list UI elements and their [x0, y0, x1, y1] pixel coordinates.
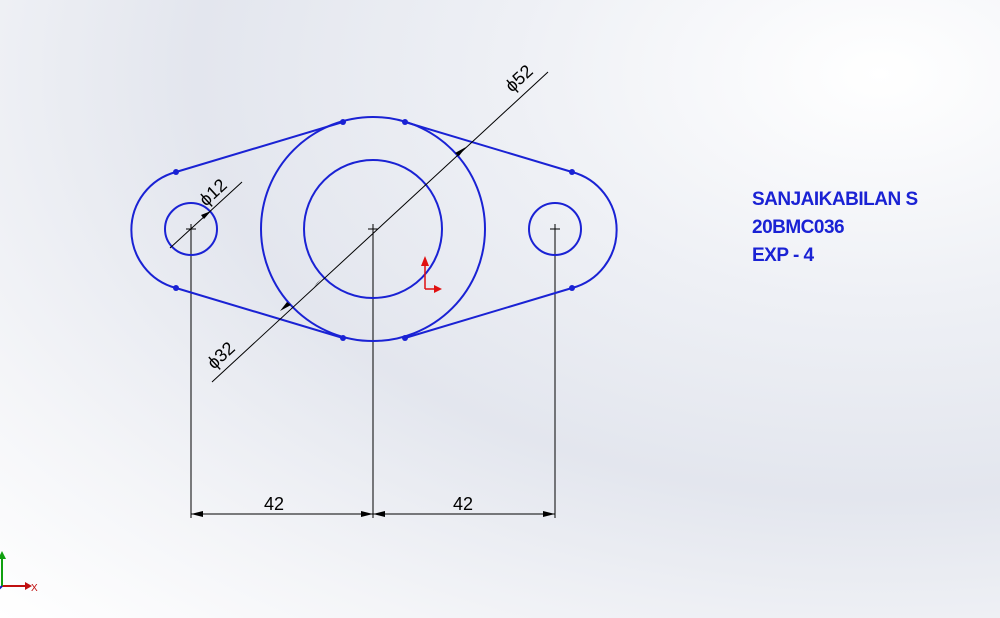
left-spacing-dimension[interactable]: 42	[264, 494, 284, 514]
big-dia-leader[interactable]	[211, 71, 549, 383]
dim-arrow-icon	[191, 511, 203, 517]
dim-arrow-icon	[543, 511, 555, 517]
sketch-point[interactable]	[569, 285, 575, 291]
bore-circle[interactable]	[303, 159, 443, 299]
right-spacing-dimension[interactable]: 42	[453, 494, 473, 514]
note-exp[interactable]: EXP - 4	[752, 245, 814, 266]
tangent-line-bottom-right[interactable]	[404, 287, 573, 339]
bore-dia-dimension[interactable]: ϕ32	[203, 338, 239, 373]
sketch-point[interactable]	[340, 119, 346, 125]
outer-boss-circle[interactable]	[260, 116, 486, 342]
center-mark-right	[550, 224, 560, 234]
note-id[interactable]: 20BMC036	[752, 217, 845, 238]
big-dia-arrow-icon	[455, 147, 466, 156]
sketch-point[interactable]	[340, 335, 346, 341]
reference-triad-icon: X	[0, 551, 38, 594]
left-hole-circle[interactable]	[164, 202, 218, 256]
sketch-point[interactable]	[173, 169, 179, 175]
right-hole-circle[interactable]	[528, 202, 582, 256]
big-dia-dimension[interactable]: ϕ52	[501, 61, 537, 96]
center-mark-main	[368, 224, 378, 234]
tangent-line-bottom-left[interactable]	[175, 287, 344, 339]
origin-icon	[421, 256, 442, 293]
sketch-point[interactable]	[173, 285, 179, 291]
bore-dia-arrow-icon	[314, 279, 321, 287]
triad-x-label: X	[31, 583, 38, 594]
tangent-line-top-right[interactable]	[404, 121, 573, 173]
note-name[interactable]: SANJAIKABILAN S	[752, 189, 918, 210]
left-lobe-arc[interactable]	[130, 171, 177, 289]
sketch-point[interactable]	[402, 119, 408, 125]
hole-dia-arrow-icon	[201, 211, 211, 219]
right-lobe-arc[interactable]	[571, 171, 618, 289]
sketch-point[interactable]	[569, 169, 575, 175]
dim-arrow-icon	[361, 511, 373, 517]
sheet-notes: SANJAIKABILAN S 20BMC036 EXP - 4	[752, 186, 918, 270]
big-dia-arrow-icon	[280, 302, 291, 311]
sketch-point[interactable]	[402, 335, 408, 341]
tangent-line-top-left[interactable]	[175, 121, 344, 173]
dim-arrow-icon	[373, 511, 385, 517]
